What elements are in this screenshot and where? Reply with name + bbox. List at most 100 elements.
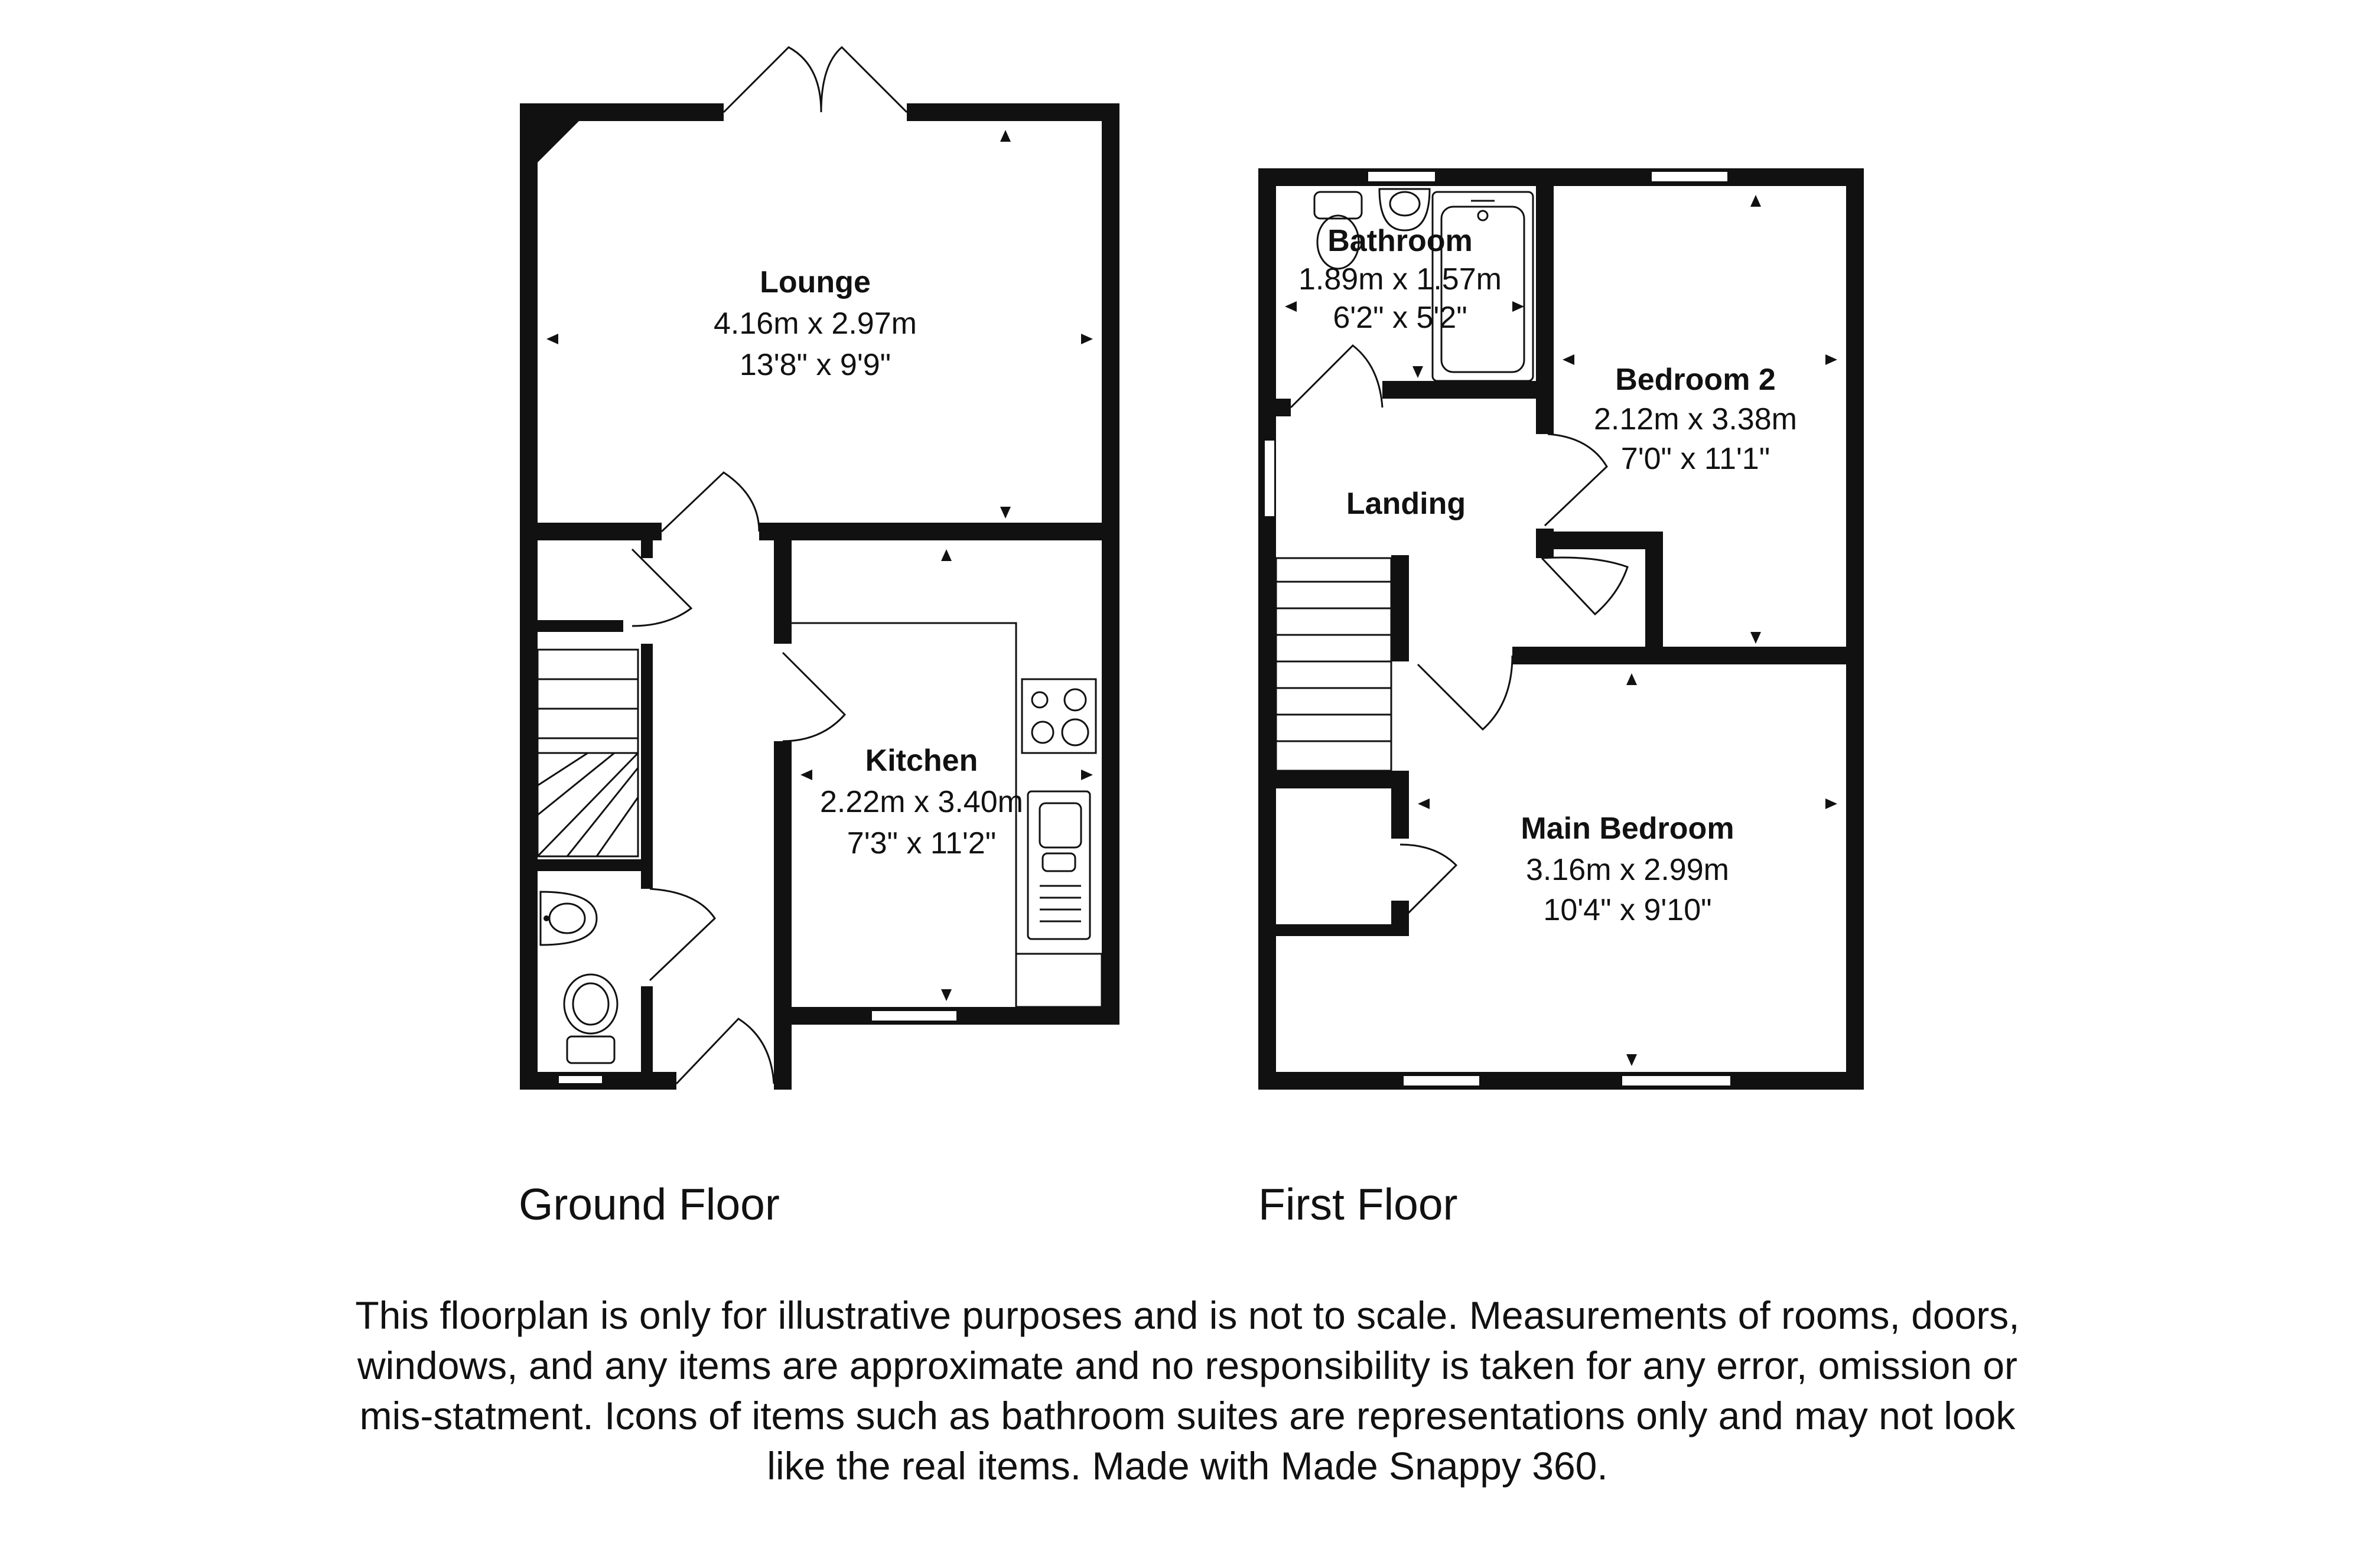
kitchen-arrow-left — [800, 770, 812, 780]
bathroom-basin-icon — [1378, 188, 1431, 232]
wc-window — [558, 1075, 603, 1084]
bathroom-arrow-right — [1512, 301, 1524, 312]
bathroom-wall-right — [1536, 186, 1554, 399]
main-bedroom-door — [1417, 655, 1514, 731]
cupboard-door — [631, 548, 693, 627]
kitchen-wall-left-bottom — [774, 741, 792, 1025]
bathroom-wall-bottom — [1382, 381, 1554, 399]
lounge-name: Lounge — [760, 265, 871, 299]
main-bedroom-metric: 3.16m x 2.99m — [1526, 853, 1729, 887]
lounge-wall-bottom-right — [759, 523, 1119, 540]
main-bedroom-arrow-top — [1626, 673, 1637, 685]
first-floor-plan: Bathroom 1.89m x 1.57m 6'2" x 5'2" Landi… — [1258, 168, 1864, 1229]
main-bedroom-wall-left — [1391, 771, 1409, 839]
first-wall-left — [1258, 168, 1276, 1090]
ground-stairs — [536, 648, 639, 858]
bathroom-door — [1290, 344, 1384, 409]
lounge-metric: 4.16m x 2.97m — [714, 307, 917, 341]
main-bedroom-arrow-left — [1418, 798, 1430, 809]
lounge-wall-bottom-left — [520, 523, 662, 540]
lounge-arrow-top — [1000, 130, 1011, 142]
stairwell-wall-right — [1391, 555, 1409, 661]
front-door — [675, 1018, 775, 1085]
bathroom-arrow-left — [1285, 301, 1297, 312]
kitchen-name: Kitchen — [865, 744, 978, 778]
kitchen-appliance — [1015, 953, 1103, 1008]
bathroom-wall-bottom-left — [1276, 399, 1291, 416]
ground-floor-label: Ground Floor — [519, 1179, 780, 1229]
ground-wall-top-left — [520, 103, 724, 121]
bedroom2-arrow-bottom — [1750, 632, 1761, 644]
kitchen-door — [782, 651, 847, 742]
wc-wall-right-bottom — [641, 986, 653, 1087]
bedroom2-door — [1544, 433, 1608, 527]
bedroom2-metric: 2.12m x 3.38m — [1594, 402, 1797, 436]
lounge-arrow-right — [1081, 334, 1093, 344]
bedroom2-wall-bottom — [1512, 647, 1864, 664]
ground-wall-top-right — [907, 103, 1119, 121]
cupboard-wall-right — [641, 540, 653, 558]
toilet-icon — [563, 973, 619, 1064]
kitchen-worktop — [792, 622, 1017, 1007]
main-bedroom-window-right — [1621, 1075, 1731, 1087]
stairs-wall-right — [641, 644, 653, 862]
ground-wall-right — [1102, 103, 1119, 1025]
first-wall-bottom — [1258, 1072, 1864, 1090]
main-bedroom-arrow-right — [1825, 798, 1837, 809]
ground-floor-plan: Lounge 4.16m x 2.97m 13'8" x 9'9" Kitche… — [519, 45, 1119, 1229]
cupboard-door-first — [1541, 556, 1629, 616]
bedroom2-wall-left-top — [1536, 399, 1554, 434]
main-bedroom-arrow-bottom — [1626, 1054, 1637, 1066]
bathroom-imperial: 6'2" x 5'2" — [1333, 301, 1467, 335]
bathroom-name: Bathroom — [1327, 224, 1473, 258]
ground-wall-left — [520, 103, 538, 1087]
landing-window — [1264, 439, 1275, 517]
lounge-imperial: 13'8" x 9'9" — [740, 348, 891, 382]
disclaimer-text: This floorplan is only for illustrative … — [355, 1293, 2020, 1488]
bathroom-window — [1367, 171, 1436, 182]
bathroom-metric: 1.89m x 1.57m — [1298, 262, 1502, 296]
french-door-right — [820, 45, 908, 113]
lounge-arrow-bottom — [1000, 507, 1011, 519]
wc-basin-icon — [539, 891, 598, 946]
bath-icon — [1431, 191, 1534, 382]
main-bedroom-name: Main Bedroom — [1521, 811, 1734, 846]
cupboard-top-wall — [1536, 532, 1663, 549]
hob-icon — [1021, 678, 1097, 754]
stairwell-wall-bottom — [1276, 771, 1409, 788]
first-floor-stairs — [1275, 557, 1392, 772]
lounge-chamfer — [538, 121, 579, 162]
bedroom2-arrow-left — [1563, 354, 1574, 365]
cupboard-wall — [520, 620, 623, 632]
main-bedroom-window-left — [1402, 1075, 1480, 1087]
kitchen-arrow-bottom — [941, 989, 952, 1001]
first-wall-top — [1258, 168, 1864, 186]
main-wardrobe-wall — [1276, 924, 1409, 936]
first-wall-right — [1846, 168, 1864, 1090]
kitchen-arrow-top — [941, 549, 952, 561]
lounge-door — [660, 471, 760, 533]
french-door-left — [722, 46, 822, 113]
cupboard-left-wall — [1536, 532, 1551, 555]
wardrobe-door — [1399, 843, 1458, 922]
bedroom2-name: Bedroom 2 — [1615, 363, 1776, 397]
sink-icon — [1027, 790, 1091, 940]
cupboard-right-wall — [1645, 532, 1663, 664]
main-bedroom-imperial: 10'4" x 9'10" — [1543, 893, 1711, 927]
kitchen-imperial: 7'3" x 11'2" — [847, 826, 996, 860]
first-floor-label: First Floor — [1258, 1179, 1458, 1229]
bedroom2-window — [1651, 171, 1729, 182]
lounge-arrow-left — [546, 334, 558, 344]
wc-wall-right-top — [641, 859, 653, 889]
kitchen-window — [871, 1010, 958, 1022]
kitchen-arrow-right — [1081, 770, 1093, 780]
landing-name: Landing — [1346, 487, 1466, 521]
wc-door — [649, 888, 716, 982]
kitchen-wall-left-top — [774, 540, 792, 644]
bathroom-toilet-icon — [1313, 191, 1363, 270]
bathroom-arrow-bottom — [1412, 366, 1423, 378]
bedroom2-arrow-right — [1825, 354, 1837, 365]
wc-wall-top — [520, 859, 653, 871]
bedroom2-arrow-top — [1750, 195, 1761, 207]
